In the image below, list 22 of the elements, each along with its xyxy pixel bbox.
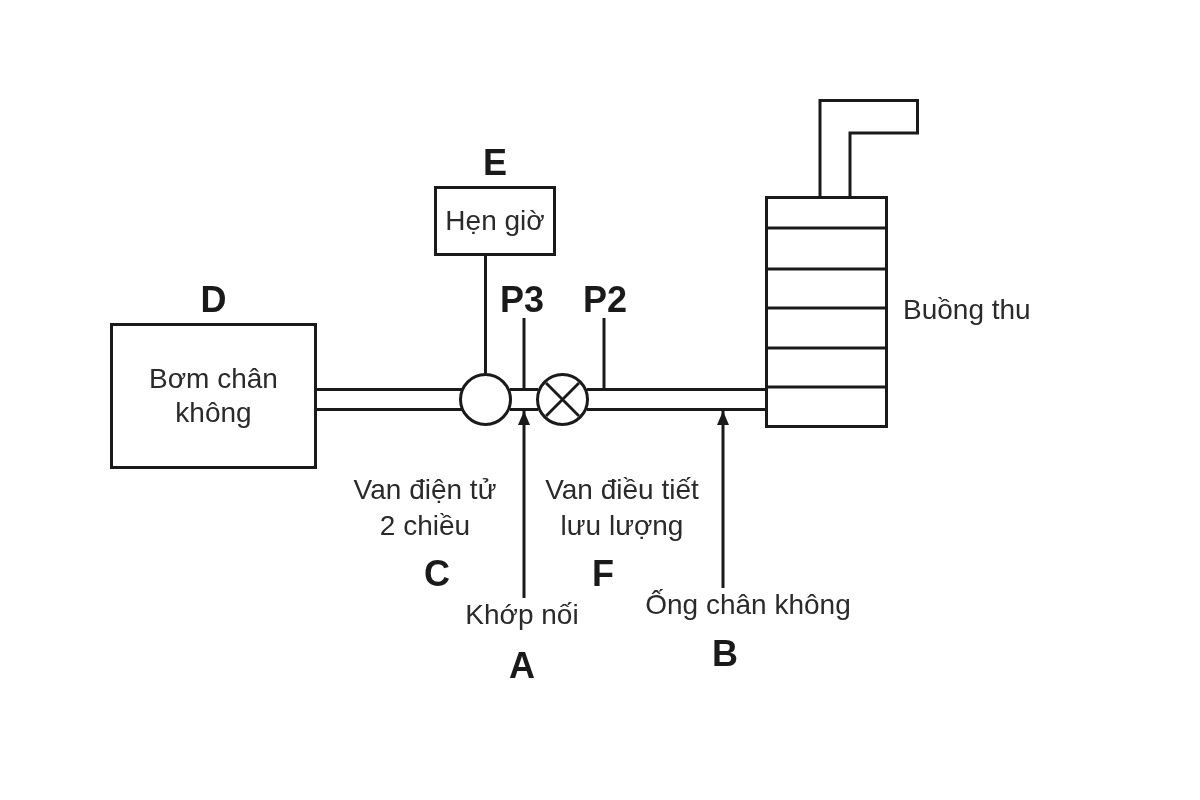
component-letter: D xyxy=(200,282,227,318)
connector-line xyxy=(522,318,526,388)
leader-arrow xyxy=(717,411,729,588)
leader-arrow xyxy=(518,411,530,598)
valve-label: Van điều tiết lưu lượng xyxy=(544,473,700,543)
component-letter: B xyxy=(712,636,738,672)
chamber-label: Buồng thu xyxy=(903,293,1031,327)
component-label: Hẹn giờ xyxy=(445,204,545,238)
component-letter: F xyxy=(591,556,615,592)
connector-line xyxy=(484,256,487,373)
valve-label: Van điện tử 2 chiều xyxy=(352,473,498,543)
pipe xyxy=(317,388,462,411)
component-label: Bơm chân không xyxy=(148,362,279,430)
connector-line xyxy=(602,318,606,388)
component-label: Ống chân không xyxy=(645,588,851,622)
pipe xyxy=(587,388,767,411)
component-letter: E xyxy=(483,145,507,181)
component-label: Khớp nối xyxy=(465,598,579,632)
pressure-tap-label: P3 xyxy=(497,282,547,318)
component-letter: A xyxy=(509,648,535,684)
component-letter: C xyxy=(423,556,451,592)
pressure-tap-label: P2 xyxy=(580,282,630,318)
